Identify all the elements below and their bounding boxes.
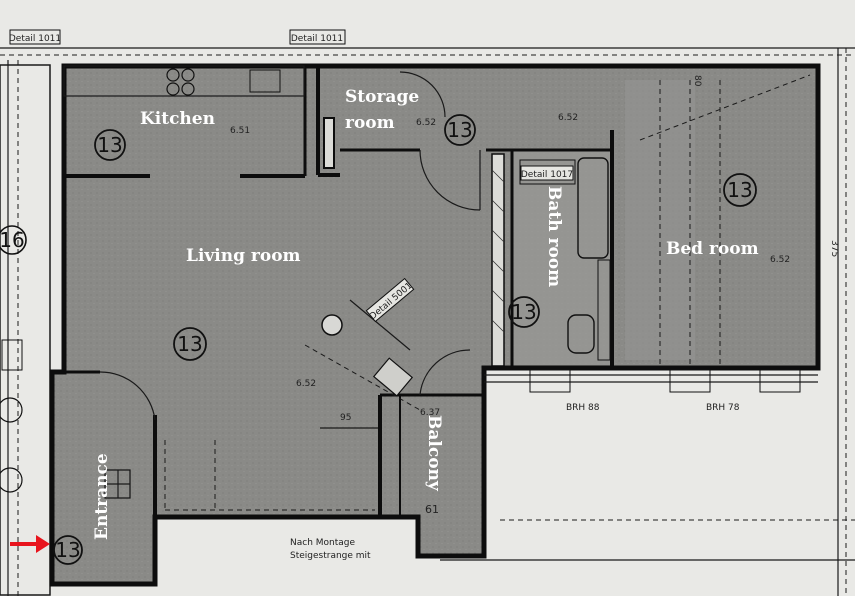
bath-label: Bath room (544, 186, 564, 287)
balcony-elevation: 6.37 (420, 408, 440, 418)
storage-elevation: 6.52 (416, 118, 436, 128)
elevation-notes: 6.51 6.52 6.52 6.52 6.52 6.37 61 95 375 … (230, 75, 839, 561)
entrance-fixtures (104, 469, 131, 499)
room-labels: Kitchen Storage room Living room Bed roo… (92, 87, 759, 540)
balcony-label: Balcony (424, 415, 444, 492)
bed-room-number: 13 (727, 178, 752, 202)
storage-room-number: 13 (447, 118, 472, 142)
entrance-label: Entrance (92, 453, 112, 540)
brh-left: BRH 88 (566, 403, 600, 413)
room-numbers: 13 13 13 13 13 13 (53, 114, 757, 565)
dimension-95: 95 (340, 413, 351, 423)
detail-tag-left: Detail 1011 (9, 34, 61, 44)
bedroom-details (639, 74, 811, 365)
balcony-code: 61 (425, 503, 439, 516)
bath-fixtures (519, 157, 611, 361)
brh-right: BRH 78 (706, 403, 740, 413)
storage-label-line2: room (345, 113, 395, 133)
kitchen-label: Kitchen (140, 109, 215, 129)
living-details (164, 299, 421, 511)
bottom-note-2: Steigestrange mit (290, 551, 371, 561)
neighbor-apartment: 16 (0, 64, 51, 596)
entrance-room-number: 13 (55, 538, 80, 562)
walls (49, 63, 821, 587)
bed-elevation: 6.52 (770, 255, 790, 265)
detail-tag-bath: Detail 1017 (521, 170, 573, 180)
bed-span-dimension: 80 (692, 75, 702, 87)
kitchen-fixtures (63, 65, 305, 97)
window-strips (484, 369, 818, 393)
detail-tag-top: Detail 1011 (291, 34, 343, 44)
bed-label: Bed room (666, 239, 759, 259)
living-elevation: 6.52 (296, 379, 316, 389)
paper-margin-lines (0, 47, 855, 596)
neighbor-room-number-circle (0, 225, 27, 255)
living-label: Living room (186, 246, 301, 266)
living-room-number: 13 (177, 332, 202, 356)
neighbor-room-number: 16 (0, 228, 25, 252)
red-arrow-icon (10, 535, 50, 553)
bath-elevation: 6.52 (558, 113, 578, 123)
bed-depth-dimension: 375 (829, 240, 839, 257)
kitchen-room-number: 13 (97, 133, 122, 157)
doors (99, 71, 481, 421)
storage-label-line1: Storage (345, 87, 419, 107)
bath-room-number: 13 (511, 300, 536, 324)
bottom-note-1: Nach Montage (290, 538, 355, 548)
kitchen-elevation: 6.51 (230, 126, 250, 136)
